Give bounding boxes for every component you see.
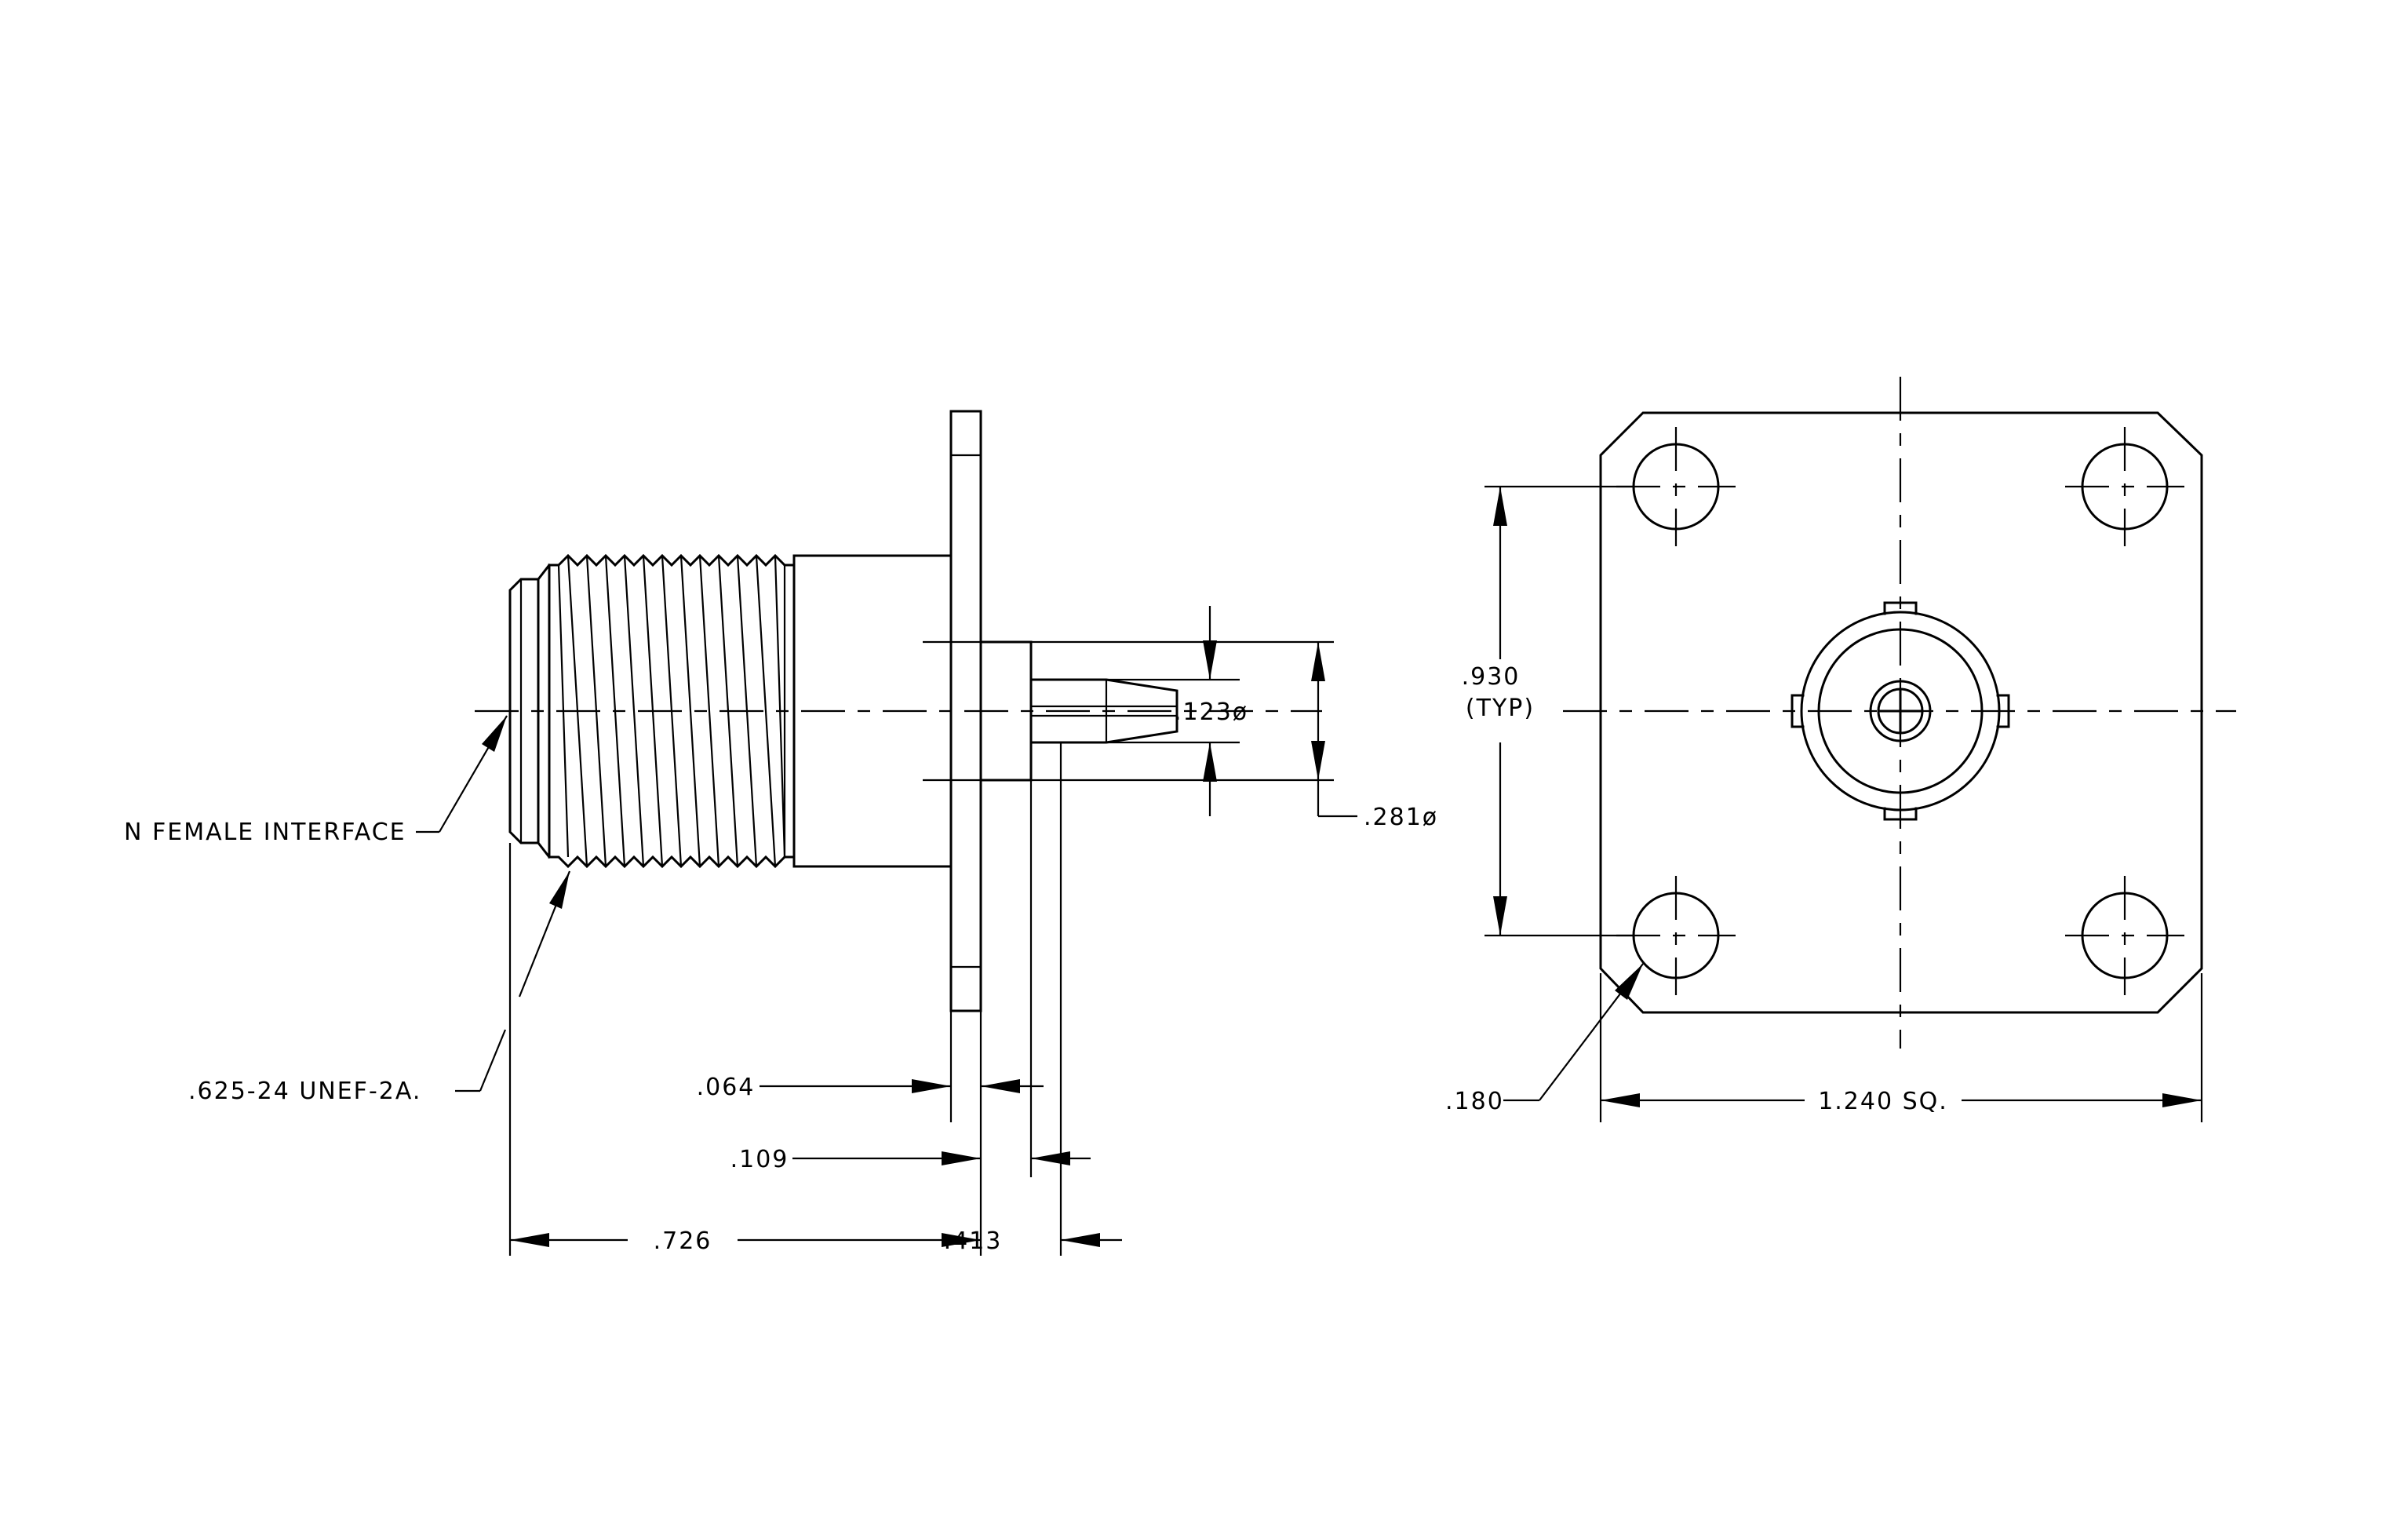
flange-size-dim: 1.240 SQ. <box>1818 1088 1948 1115</box>
boss-diameter-dim: .281ø <box>1364 804 1438 831</box>
rear-pin <box>1029 678 1178 744</box>
center-interface <box>1791 601 2010 821</box>
end-view: .930 (TYP) .180 1.240 SQ. <box>1445 377 2236 1122</box>
pin-diameter-dim: .123ø <box>1174 698 1248 726</box>
hole-diameter-dim: .180 <box>1445 1088 1504 1115</box>
square-flange <box>1599 411 2203 1014</box>
interface-label: N FEMALE INTERFACE <box>124 819 406 846</box>
hole-spacing-note: (TYP) <box>1466 695 1535 722</box>
step-dim: .109 <box>730 1146 789 1173</box>
side-view: .726 .413 .064 .109 .123ø .281 <box>124 410 1438 1256</box>
pin-length-dim: .413 <box>944 1227 1003 1255</box>
hole-spacing-dim: .930 <box>1462 663 1521 691</box>
thread-label: .625-24 UNEF-2A. <box>188 1078 421 1105</box>
body-length-dim: .726 <box>654 1227 712 1255</box>
flange-thickness-dim: .064 <box>697 1074 756 1101</box>
